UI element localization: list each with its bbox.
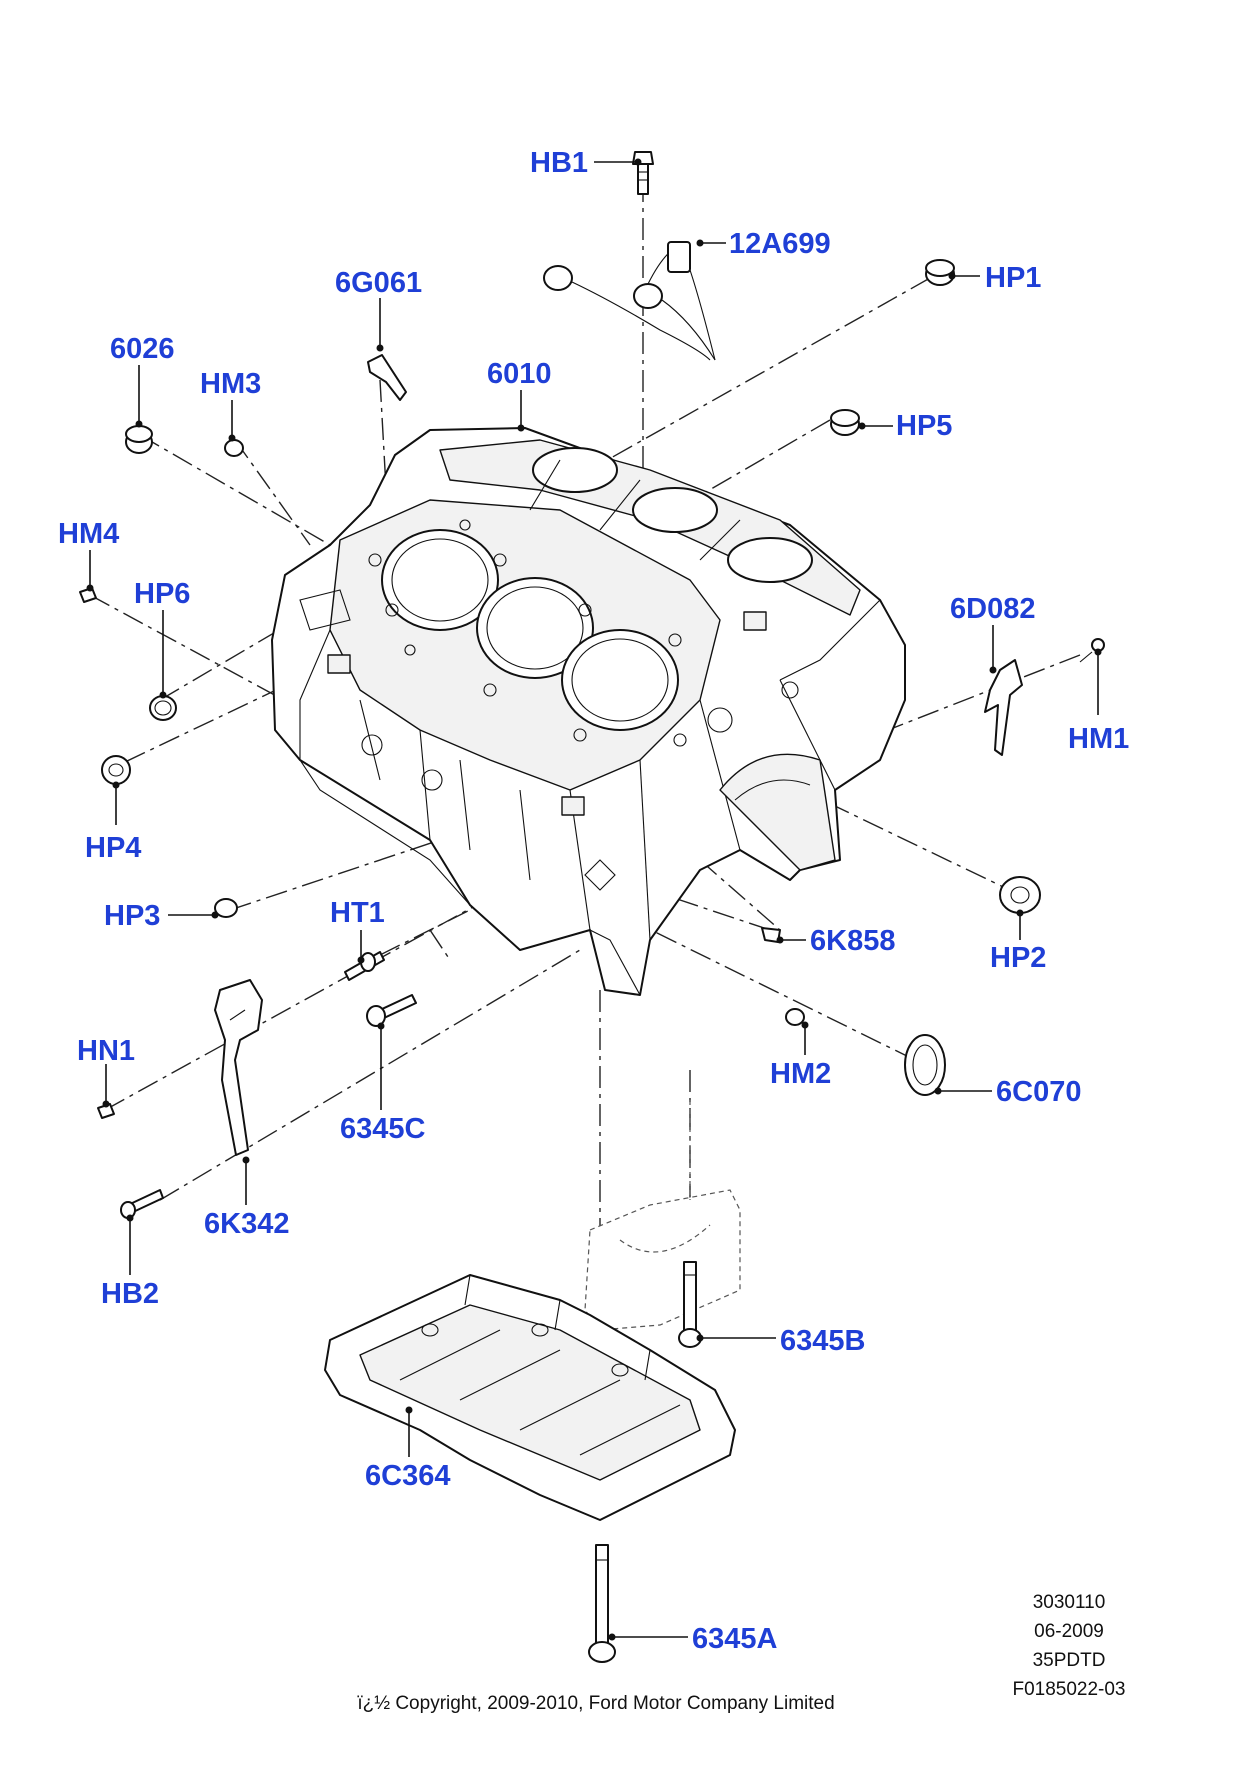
plug-hp2 xyxy=(999,876,1041,914)
callout-labels: HB1 12A699 HP1 6G061 6026 HM3 6010 HP5 H… xyxy=(58,147,1129,1655)
callout-6345c: 6345C xyxy=(340,1113,426,1145)
callout-6345a: 6345A xyxy=(692,1623,778,1655)
callout-6345b: 6345B xyxy=(780,1325,865,1357)
figure-id: F0185022-03 xyxy=(1012,1679,1125,1700)
cylinder-block xyxy=(271,427,906,996)
ring-hp6 xyxy=(149,695,177,721)
stud-ht1 xyxy=(344,951,385,981)
footer: 3030110 06-2009 35PDTD F0185022-03 ï¿½ C… xyxy=(357,1592,1125,1714)
plug-hp5 xyxy=(830,409,860,436)
callout-6d082: 6D082 xyxy=(950,593,1035,625)
ref-code: 35PDTD xyxy=(1033,1650,1106,1671)
plug-hp4 xyxy=(101,755,131,785)
seal-6c070 xyxy=(904,1034,946,1096)
main-bearing-cap xyxy=(584,1100,741,1331)
callout-hm1: HM1 xyxy=(1068,723,1129,755)
callout-hp5: HP5 xyxy=(896,410,952,442)
callout-hm4: HM4 xyxy=(58,518,119,550)
bolt-hb2 xyxy=(120,1189,164,1219)
ref-number: 3030110 xyxy=(1033,1592,1106,1613)
callout-hm2: HM2 xyxy=(770,1058,831,1090)
callout-hb1: HB1 xyxy=(530,147,588,179)
callout-6k342: 6K342 xyxy=(204,1208,289,1240)
callout-hp4: HP4 xyxy=(85,832,141,864)
callout-hp6: HP6 xyxy=(134,578,190,610)
callout-6c070: 6C070 xyxy=(996,1076,1081,1108)
knock-sensor-12a699 xyxy=(543,241,716,361)
callout-6010: 6010 xyxy=(487,358,552,390)
callout-hn1: HN1 xyxy=(77,1035,135,1067)
ladder-frame-6c364 xyxy=(324,1274,736,1521)
ref-date: 06-2009 xyxy=(1034,1621,1104,1642)
dowel-hm3 xyxy=(224,439,244,457)
bolt-hb1 xyxy=(632,151,654,195)
callout-6g061: 6G061 xyxy=(335,267,422,299)
callout-ht1: HT1 xyxy=(330,897,385,929)
bracket-6g061 xyxy=(367,354,407,401)
callout-6c364: 6C364 xyxy=(365,1460,450,1492)
callout-hp1: HP1 xyxy=(985,262,1041,294)
plug-hp1 xyxy=(925,259,955,286)
bolt-6345b xyxy=(678,1261,702,1348)
copyright: ï¿½ Copyright, 2009-2010, Ford Motor Com… xyxy=(357,1693,834,1714)
callout-6k858: 6K858 xyxy=(810,925,895,957)
callout-hb2: HB2 xyxy=(101,1278,159,1310)
leader-lines xyxy=(86,158,1102,1641)
bolt-hm1 xyxy=(1079,638,1105,663)
callout-hp2: HP2 xyxy=(990,942,1046,974)
callout-6026: 6026 xyxy=(110,333,175,365)
cylinder-bores xyxy=(368,447,813,747)
callout-hp3: HP3 xyxy=(104,900,160,932)
dowel-hm2 xyxy=(785,1008,805,1026)
pickup-tube-6k342 xyxy=(214,979,263,1156)
callout-hm3: HM3 xyxy=(200,368,261,400)
bolt-6345a xyxy=(588,1544,616,1663)
bolt-6345c xyxy=(366,994,417,1027)
callout-12a699: 12A699 xyxy=(729,228,831,260)
bracket-6d082 xyxy=(984,659,1023,756)
plug-6026 xyxy=(125,425,153,454)
plug-hp3 xyxy=(214,898,238,918)
